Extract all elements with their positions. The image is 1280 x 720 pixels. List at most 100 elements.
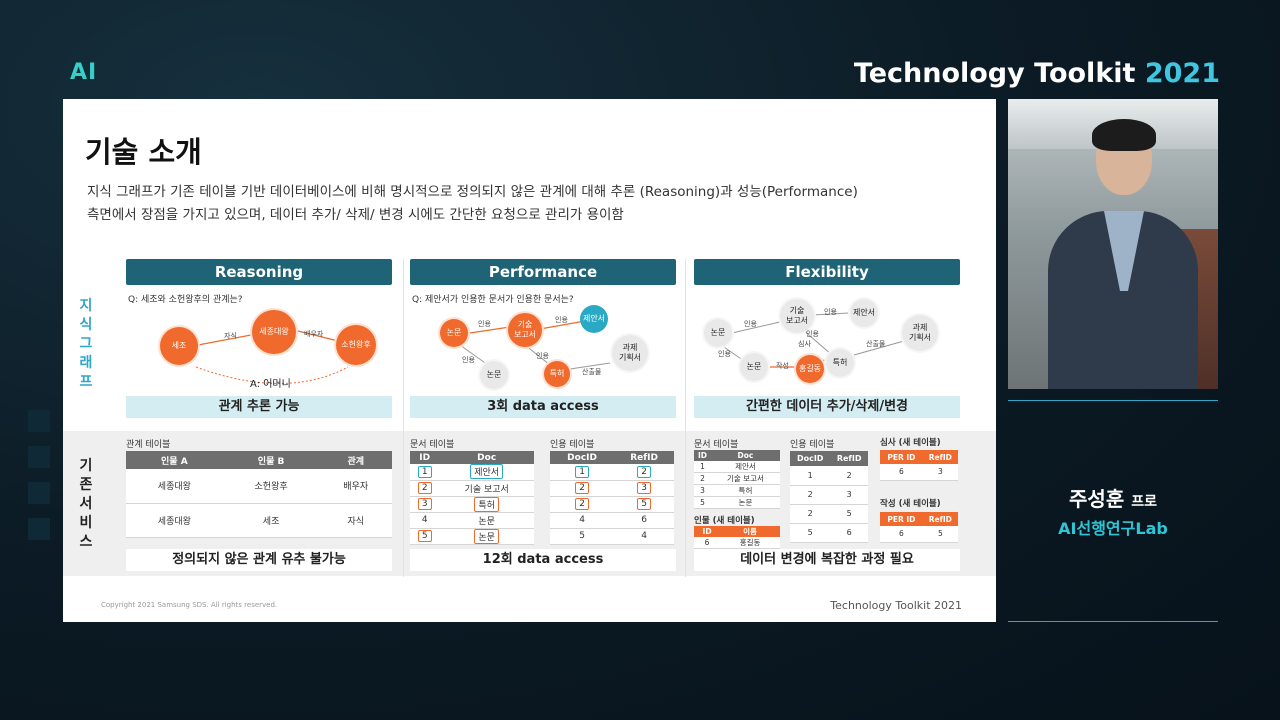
side-label-knowledge-graph: 지 식 그 래 프 xyxy=(75,297,97,392)
edge-label: 인용 xyxy=(555,316,568,324)
presenter-nametag: 주성훈 프로 AI선행연구Lab xyxy=(1008,400,1218,622)
side-label-existing-service: 기 존 서 비 스 xyxy=(75,457,97,552)
reasoning-summary: 관계 추론 가능 xyxy=(126,396,392,418)
reasoning-answer: A: 어머니 xyxy=(250,379,291,390)
table-cell: 3 xyxy=(922,464,958,481)
presenter-figure xyxy=(1048,119,1198,389)
table-cell: 2 xyxy=(417,482,432,494)
table-cell: 6 xyxy=(830,523,868,543)
node-patent: 특허 xyxy=(544,361,570,387)
copyright: Copyright 2021 Samsung SDS. All rights r… xyxy=(101,601,278,609)
table-cell: 3 xyxy=(830,485,868,505)
edge-label: 인용 xyxy=(478,320,491,328)
node-project-plan: 과제 기획서 xyxy=(612,335,648,371)
table-cell: 세종대왕 xyxy=(126,469,223,504)
node-tech-report: 기술 보고서 xyxy=(508,313,542,347)
edge-label: 산출물 xyxy=(582,368,602,376)
table-cell: 1 xyxy=(417,465,432,478)
side-char: 그 xyxy=(79,336,93,352)
table-cell: 2 xyxy=(790,485,831,505)
doc-table-label: 문서 테이블 xyxy=(410,440,455,450)
table-header: DocID xyxy=(550,451,615,464)
table-cell: 배우자 xyxy=(319,469,392,504)
reasoning-existing-summary: 정의되지 않은 관계 유추 불가능 xyxy=(126,549,392,571)
edge-label: 인용 xyxy=(824,308,837,316)
table-header: PER ID xyxy=(880,512,923,526)
flexibility-header: Flexibility xyxy=(694,259,960,285)
presenter-name: 주성훈 프로 xyxy=(1008,483,1218,512)
table-header: Doc xyxy=(710,450,780,461)
relation-table: 인물 A 인물 B 관계 세종대왕 소헌왕후 배우자 세종대왕 세조 자식 xyxy=(126,451,392,538)
table-header: RefID xyxy=(922,512,958,526)
side-char: 서 xyxy=(79,496,93,512)
edge-label: 작성 xyxy=(776,362,789,370)
flexibility-summary: 간편한 데이터 추가/삭제/변경 xyxy=(694,396,960,418)
table-header: 인물 A xyxy=(126,451,223,469)
node-sejong: 세종대왕 xyxy=(252,310,296,354)
side-char: 스 xyxy=(79,534,93,550)
table-cell: 특허 xyxy=(710,484,780,497)
table-cell: 5 xyxy=(637,498,651,510)
node-proposal: 제안서 xyxy=(850,299,878,327)
table-cell: 3 xyxy=(637,482,651,494)
side-char: 프 xyxy=(79,374,93,390)
presenter-lab: AI선행연구Lab xyxy=(1058,519,1168,538)
node-patent: 특허 xyxy=(826,349,854,377)
table-cell: 1 xyxy=(694,461,711,473)
person-table-label: 인물 (새 테이블) xyxy=(694,516,755,526)
node-paper: 논문 xyxy=(740,353,768,381)
flexibility-column: Flexibility 기술 보고서 제안서 논문 과제 기획서 논문 홍길동 … xyxy=(694,259,960,391)
table-row: 세종대왕 세조 자식 xyxy=(126,503,392,538)
table-header: PER ID xyxy=(880,450,923,464)
brand-text: Technology Toolkit xyxy=(853,58,1136,89)
table-header: RefID xyxy=(922,450,958,464)
table-cell: 1 xyxy=(790,466,831,486)
table-header: ID xyxy=(694,450,711,461)
node-tech-report: 기술 보고서 xyxy=(780,299,814,333)
table-cell: 4 xyxy=(410,512,440,529)
node-hong-gildong: 홍길동 xyxy=(796,355,824,383)
presenter-title: 프로 xyxy=(1131,494,1157,510)
write-table-label: 작성 (새 테이블) xyxy=(880,499,941,509)
table-header: ID xyxy=(694,526,721,537)
edge-label: 인용 xyxy=(536,352,549,360)
table-cell: 5 xyxy=(694,496,711,509)
side-char: 존 xyxy=(79,477,93,493)
performance-graph-edges xyxy=(459,320,611,370)
table-cell: 자식 xyxy=(319,503,392,538)
table-cell: 세종대왕 xyxy=(126,503,223,538)
table-header: ID xyxy=(410,451,440,464)
presentation-slide: 기술 소개 지식 그래프가 기존 테이블 기반 데이터베이스에 비해 명시적으로… xyxy=(63,99,996,622)
node-paper: 논문 xyxy=(480,361,508,389)
edge-label: 인용 xyxy=(462,356,475,364)
slide-footer-brand: Technology Toolkit 2021 xyxy=(830,599,962,612)
table-cell: 기술 보고서 xyxy=(439,480,534,497)
table-cell: 세조 xyxy=(222,503,320,538)
decor-square xyxy=(28,518,50,540)
performance-existing-summary: 12회 data access xyxy=(410,549,676,571)
table-cell: 특허 xyxy=(474,496,499,512)
table-row: 2 기술 보고서 xyxy=(410,480,534,497)
table-cell: 1 xyxy=(575,465,589,478)
flexibility-existing-summary: 데이터 변경에 복잡한 과정 필요 xyxy=(694,549,960,571)
table-header: RefID xyxy=(830,451,868,466)
table-header: 이름 xyxy=(720,526,780,537)
brand-year: 2021 xyxy=(1144,58,1220,89)
table-cell: 2 xyxy=(637,465,651,478)
table-cell: 6 xyxy=(614,512,674,529)
node-proposal: 제안서 xyxy=(580,305,608,333)
